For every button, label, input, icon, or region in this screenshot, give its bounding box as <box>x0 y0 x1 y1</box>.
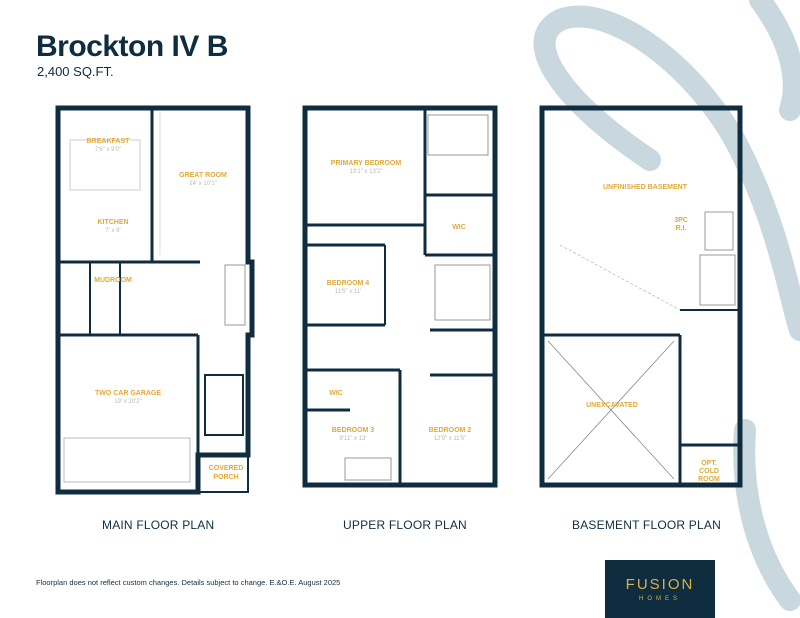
logo-subtext: HOMES <box>638 596 681 602</box>
room-porch-label-2: PORCH <box>213 474 238 481</box>
logo-wordmark: FUSION <box>625 576 695 593</box>
room-bedroom-4-dim: 11'5" x 11' <box>335 289 362 295</box>
room-wic-b3-label: WIC <box>329 390 343 397</box>
room-unexcavated-label: UNEXCAVATED <box>586 402 638 409</box>
room-primary-bedroom-dim: 13'1" x 13'2" <box>350 169 383 175</box>
basement-floor-plan-label: BASEMENT FLOOR PLAN <box>572 518 721 532</box>
room-cold-room-label-1: OPT. <box>701 460 717 467</box>
room-cold-room-label-2: COLD <box>699 468 719 475</box>
room-breakfast-label: BREAKFAST <box>87 138 131 145</box>
main-floor-plan <box>55 105 255 495</box>
room-3pc-label: 3PC <box>674 217 688 224</box>
basement-floor-plan <box>539 105 743 488</box>
main-floor-plan-label: MAIN FLOOR PLAN <box>102 518 215 532</box>
room-3pc-ri-label: R.I. <box>676 225 687 232</box>
room-porch-label-1: COVERED <box>209 465 244 472</box>
disclaimer-text: Floorplan does not reflect custom change… <box>36 578 341 587</box>
room-bedroom-2-dim: 12'9" x 11'5" <box>434 436 466 442</box>
room-garage-label: TWO CAR GARAGE <box>95 390 161 397</box>
room-bedroom-3-dim: 9'11" x 13' <box>340 436 367 442</box>
room-great-room-label: GREAT ROOM <box>179 172 227 179</box>
upper-floor-plan-label: UPPER FLOOR PLAN <box>343 518 467 532</box>
room-wic-primary-label: WIC <box>452 224 466 231</box>
room-kitchen-dim: 7' x 9' <box>105 228 120 234</box>
square-footage: 2,400 SQ.FT. <box>37 64 114 79</box>
decorative-swoosh <box>533 0 800 611</box>
fusion-homes-logo: FUSION HOMES <box>605 560 715 618</box>
room-garage-dim: 19' x 20'2" <box>114 399 141 405</box>
page-title: Brockton IV B <box>36 30 228 63</box>
upper-floor-plan <box>302 105 498 488</box>
room-mudroom-label: MUDROOM <box>94 277 132 284</box>
room-bedroom-2-label: BEDROOM 2 <box>429 427 472 434</box>
room-cold-room-label-3: ROOM <box>698 476 720 483</box>
room-bedroom-4-label: BEDROOM 4 <box>327 280 370 287</box>
room-bedroom-3-label: BEDROOM 3 <box>332 427 375 434</box>
room-primary-bedroom-label: PRIMARY BEDROOM <box>331 160 402 167</box>
room-great-room-dim: 24' x 10'1" <box>189 181 216 187</box>
room-kitchen-label: KITCHEN <box>97 219 128 226</box>
room-unfinished-basement-label: UNFINISHED BASEMENT <box>603 184 688 191</box>
room-breakfast-dim: 7'6" x 9'0" <box>95 147 121 153</box>
